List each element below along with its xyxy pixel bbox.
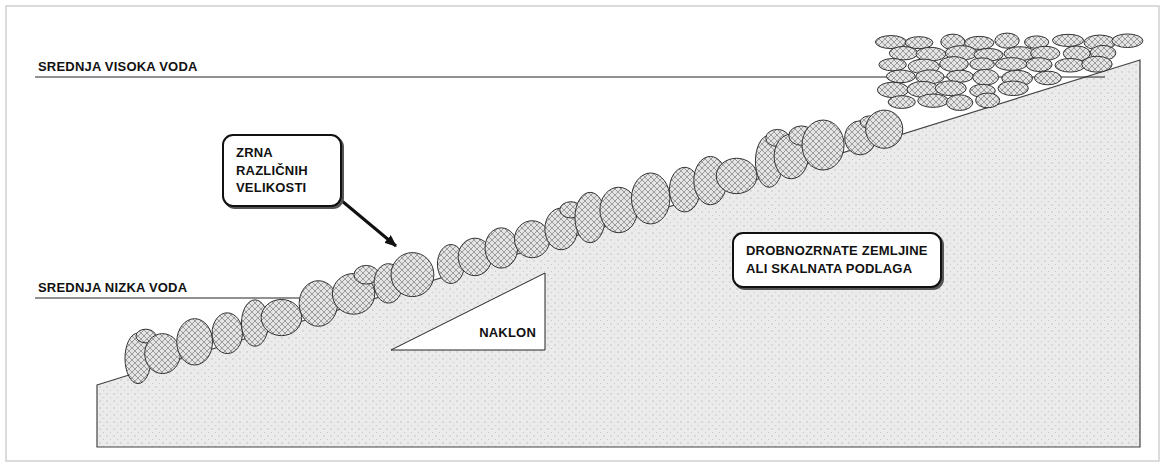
- stone: [1026, 58, 1052, 72]
- stone: [261, 299, 302, 335]
- stone: [145, 334, 181, 374]
- stone: [716, 158, 757, 193]
- stone: [888, 96, 915, 109]
- node-text: ZRNA RAZLIČNIH VELIKOSTI: [236, 144, 328, 197]
- stone: [1112, 34, 1143, 48]
- triangle-shape: [391, 273, 545, 350]
- water-level-label: SREDNJA VISOKA VODA: [38, 59, 198, 74]
- stone: [391, 253, 434, 297]
- stone: [879, 59, 906, 71]
- node-text: DROBNOZRNATE ZEMLJINE ALI SKALNATA PODLA…: [746, 242, 928, 277]
- riprap-stones: [125, 33, 1143, 384]
- stone: [935, 81, 966, 96]
- slope-triangle: NAKLON: [390, 272, 546, 351]
- stone: [1055, 58, 1085, 72]
- stone: [995, 58, 1027, 71]
- frame: [6, 6, 1159, 461]
- low-water-line: [35, 298, 300, 299]
- stone: [631, 173, 669, 224]
- stone: [177, 319, 213, 365]
- callout-box: ZRNA RAZLIČNIH VELIKOSTI: [222, 134, 342, 207]
- stone: [212, 313, 242, 354]
- node-text: NAKLON: [479, 324, 536, 342]
- ground-body: [97, 60, 1140, 447]
- stone: [514, 221, 549, 258]
- soil-box: DROBNOZRNATE ZEMLJINE ALI SKALNATA PODLA…: [732, 232, 942, 288]
- stone: [889, 47, 917, 60]
- stone: [866, 110, 903, 148]
- stone: [299, 281, 337, 327]
- stone: [970, 58, 995, 70]
- stone: [995, 33, 1019, 48]
- water-level-label: SREDNJA NIZKA VODA: [38, 280, 187, 295]
- stone: [998, 81, 1028, 96]
- stone: [1035, 71, 1062, 85]
- stone: [946, 95, 972, 111]
- leader-arrow: [342, 201, 396, 246]
- stone: [485, 228, 518, 268]
- stone: [973, 69, 999, 85]
- stone: [802, 120, 844, 170]
- stone: [886, 70, 915, 83]
- stone: [1052, 34, 1083, 46]
- stone: [940, 57, 969, 72]
- stone: [918, 94, 949, 107]
- stone: [1082, 56, 1112, 72]
- stone: [976, 93, 1000, 108]
